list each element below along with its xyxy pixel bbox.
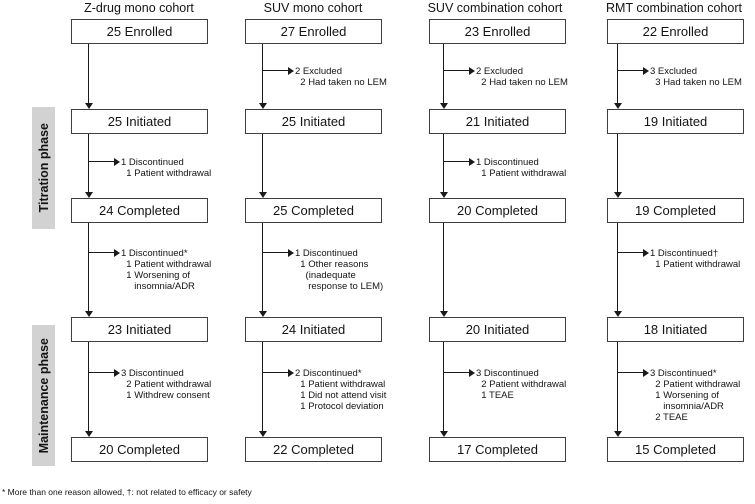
arrow-right-icon (288, 67, 294, 75)
titration-completed-box: 25 Completed (245, 198, 382, 223)
maintenance-initiated-box: 18 Initiated (607, 317, 744, 342)
flow-arrow-down-icon (617, 342, 619, 431)
footnote: * More than one reason allowed, †: not r… (2, 487, 252, 497)
flow-arrow-down-icon (617, 44, 619, 103)
enrolled-box: 25 Enrolled (71, 19, 208, 44)
arrow-right-icon (288, 369, 294, 377)
branch-line (88, 372, 114, 374)
arrow-right-icon (469, 158, 475, 166)
branch-line (617, 372, 643, 374)
flow-arrow-down-icon (88, 342, 90, 431)
branch-line (443, 70, 469, 72)
enrolled-box: 22 Enrolled (607, 19, 744, 44)
titration-completed-box: 19 Completed (607, 198, 744, 223)
cohort-header-zdrug: Z-drug mono cohort (84, 1, 194, 15)
branch-line (617, 252, 643, 254)
branch-line (88, 252, 114, 254)
titration-completed-box: 24 Completed (71, 198, 208, 223)
arrow-right-icon (469, 67, 475, 75)
enrolled-box: 23 Enrolled (429, 19, 566, 44)
titration-dropout-text: 1 Discontinued 1 Patient withdrawal (476, 157, 567, 179)
flow-arrow-down-icon (262, 223, 264, 311)
maintenance-initiated-box: 20 Initiated (429, 317, 566, 342)
arrow-right-icon (643, 369, 649, 377)
flow-arrow-down-icon (443, 134, 445, 192)
flow-arrow-down-icon (88, 44, 90, 103)
post-titration-dropout-text: 1 Discontinued 1 Other reasons (inadequa… (295, 248, 384, 292)
arrow-right-icon (114, 369, 120, 377)
maintenance-dropout-text: 3 Discontinued 2 Patient withdrawal 1 TE… (476, 368, 567, 401)
flow-arrow-down-icon (443, 223, 445, 311)
branch-line (262, 372, 288, 374)
arrow-right-icon (288, 249, 294, 257)
flow-arrow-down-icon (443, 342, 445, 431)
cohort-header-suv-combination: SUV combination cohort (427, 1, 563, 15)
arrow-right-icon (114, 158, 120, 166)
maintenance-completed-box: 20 Completed (71, 437, 208, 462)
exclusion-text: 2 Excluded 2 Had taken no LEM (476, 66, 568, 88)
branch-line (443, 372, 469, 374)
exclusion-text: 2 Excluded 2 Had taken no LEM (295, 66, 387, 88)
maintenance-completed-box: 22 Completed (245, 437, 382, 462)
exclusion-text: 3 Excluded 3 Had taken no LEM (650, 66, 742, 88)
arrow-right-icon (469, 369, 475, 377)
flow-arrow-down-icon (262, 134, 264, 192)
titration-initiated-box: 21 Initiated (429, 109, 566, 134)
arrow-right-icon (643, 67, 649, 75)
branch-line (88, 161, 114, 163)
arrow-right-icon (114, 249, 120, 257)
maintenance-dropout-text: 2 Discontinued* 1 Patient withdrawal 1 D… (295, 368, 387, 412)
post-titration-dropout-text: 1 Discontinued† 1 Patient withdrawal (650, 248, 741, 270)
enrolled-box: 27 Enrolled (245, 19, 382, 44)
maintenance-dropout-text: 3 Discontinued* 2 Patient withdrawal 1 W… (650, 368, 741, 423)
branch-line (443, 161, 469, 163)
flow-arrow-down-icon (443, 44, 445, 103)
arrow-right-icon (643, 249, 649, 257)
post-titration-dropout-text: 1 Discontinued* 1 Patient withdrawal 1 W… (121, 248, 212, 292)
branch-line (262, 70, 288, 72)
maintenance-phase-label: Maintenance phase (36, 337, 51, 454)
flow-arrow-down-icon (262, 342, 264, 431)
branch-line (262, 252, 288, 254)
titration-initiated-box: 25 Initiated (71, 109, 208, 134)
maintenance-completed-box: 15 Completed (607, 437, 744, 462)
maintenance-initiated-box: 24 Initiated (245, 317, 382, 342)
cohort-header-suv-mono: SUV mono cohort (263, 1, 363, 15)
titration-initiated-box: 19 Initiated (607, 109, 744, 134)
titration-phase-bar: Titration phase (32, 107, 55, 229)
flow-arrow-down-icon (617, 134, 619, 192)
flow-arrow-down-icon (88, 134, 90, 192)
flow-arrow-down-icon (88, 223, 90, 311)
titration-phase-label: Titration phase (36, 123, 51, 213)
maintenance-completed-box: 17 Completed (429, 437, 566, 462)
branch-line (617, 70, 643, 72)
cohort-header-rmt-combination: RMT combination cohort (606, 1, 742, 15)
titration-initiated-box: 25 Initiated (245, 109, 382, 134)
maintenance-phase-bar: Maintenance phase (32, 325, 55, 466)
flow-arrow-down-icon (262, 44, 264, 103)
maintenance-dropout-text: 3 Discontinued 2 Patient withdrawal 1 Wi… (121, 368, 212, 401)
titration-completed-box: 20 Completed (429, 198, 566, 223)
titration-dropout-text: 1 Discontinued 1 Patient withdrawal (121, 157, 212, 179)
flow-arrow-down-icon (617, 223, 619, 311)
maintenance-initiated-box: 23 Initiated (71, 317, 208, 342)
